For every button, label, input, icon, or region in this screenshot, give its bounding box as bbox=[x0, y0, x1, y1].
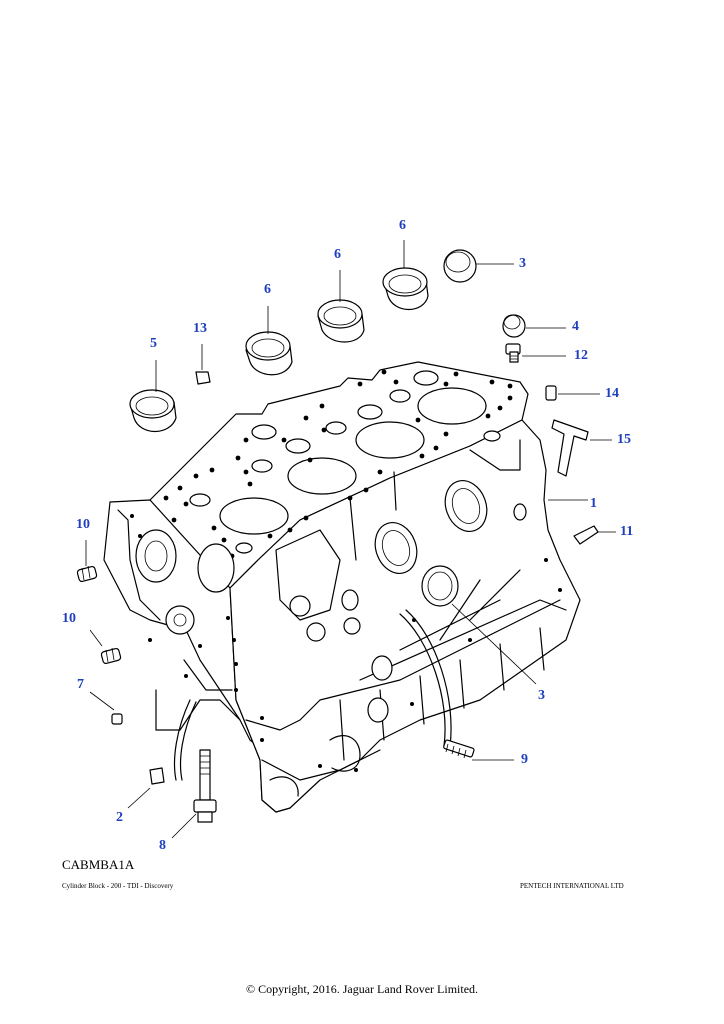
callout-10-lower: 10 bbox=[62, 611, 76, 626]
plug-10-upper bbox=[76, 565, 98, 583]
callout-14: 14 bbox=[605, 386, 619, 401]
callout-6-b: 6 bbox=[334, 247, 341, 262]
illustration-caption: Cylinder Block - 200 - TDI - Discovery bbox=[62, 882, 174, 890]
callout-9: 9 bbox=[521, 752, 528, 767]
callout-10-upper: 10 bbox=[76, 517, 90, 532]
callout-3-lower: 3 bbox=[538, 688, 545, 703]
dowel-2 bbox=[149, 767, 165, 785]
illustration-code: CABMBA1A bbox=[62, 857, 135, 872]
leader-lines bbox=[85, 240, 616, 839]
callout-6-c: 6 bbox=[399, 218, 406, 233]
copyright-notice: © Copyright, 2016. Jaguar Land Rover Lim… bbox=[245, 982, 479, 996]
main-bearing-shell-1 bbox=[245, 331, 293, 376]
plug-10-lower bbox=[100, 647, 122, 665]
stud-9 bbox=[443, 739, 475, 759]
thrust-bearing-shell bbox=[129, 389, 177, 432]
callout-2: 2 bbox=[116, 810, 123, 825]
callout-5: 5 bbox=[150, 336, 157, 351]
dowel-14 bbox=[545, 385, 557, 401]
callout-11: 11 bbox=[620, 524, 634, 539]
callout-13: 13 bbox=[193, 321, 207, 336]
callout-8: 8 bbox=[159, 838, 166, 853]
plug-11 bbox=[573, 525, 599, 545]
core-plug-small bbox=[502, 314, 526, 338]
plug-12 bbox=[505, 343, 521, 363]
callout-1: 1 bbox=[590, 496, 597, 511]
callout-7: 7 bbox=[77, 677, 84, 692]
callout-6-a: 6 bbox=[264, 282, 271, 297]
callout-15: 15 bbox=[617, 432, 631, 447]
callout-12: 12 bbox=[574, 348, 588, 363]
main-bearing-shell-3 bbox=[382, 267, 429, 310]
callout-3-upper: 3 bbox=[519, 256, 526, 271]
main-bearing-shell-2 bbox=[317, 299, 365, 343]
bolt-8 bbox=[193, 749, 217, 823]
callout-4: 4 bbox=[572, 319, 579, 334]
bracket-15 bbox=[551, 419, 589, 477]
dowel-13 bbox=[195, 371, 211, 385]
core-plug-large bbox=[443, 249, 477, 283]
publisher-credit: PENTECH INTERNATIONAL LTD bbox=[520, 882, 624, 890]
cylinder-block bbox=[103, 361, 581, 813]
dowel-7 bbox=[111, 713, 123, 725]
